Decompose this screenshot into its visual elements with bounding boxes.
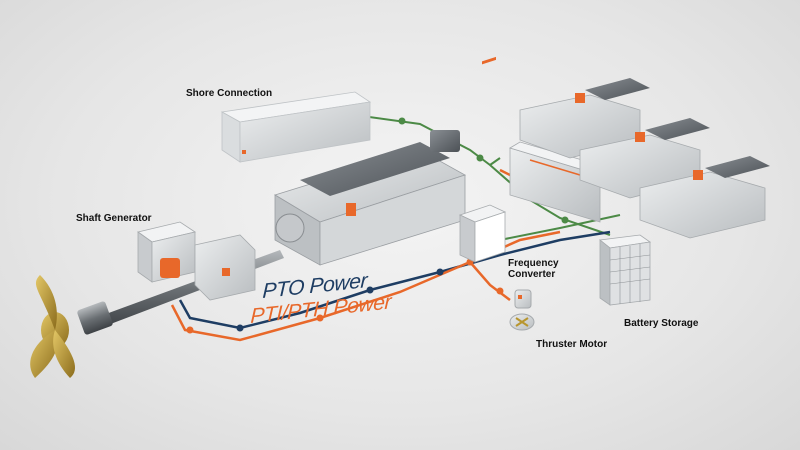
genset-3 [639, 156, 770, 239]
thruster-motor [509, 289, 535, 331]
label-frequency-converter-line1: Frequency [508, 258, 559, 269]
label-battery-storage: Battery Storage [624, 318, 699, 329]
propeller [30, 275, 75, 378]
frequency-converter-cabinet [458, 56, 507, 263]
label-shore-connection: Shore Connection [186, 88, 273, 99]
label-thruster-motor: Thruster Motor [536, 339, 608, 350]
battery-storage-rack [599, 234, 652, 306]
shaft-generator-unit [137, 221, 256, 301]
shore-container [220, 91, 372, 163]
shore-power-line [361, 115, 611, 236]
genset-1 [519, 78, 650, 159]
label-frequency-converter-line2: Converter [508, 269, 556, 280]
label-shaft-generator: Shaft Generator [76, 213, 152, 224]
